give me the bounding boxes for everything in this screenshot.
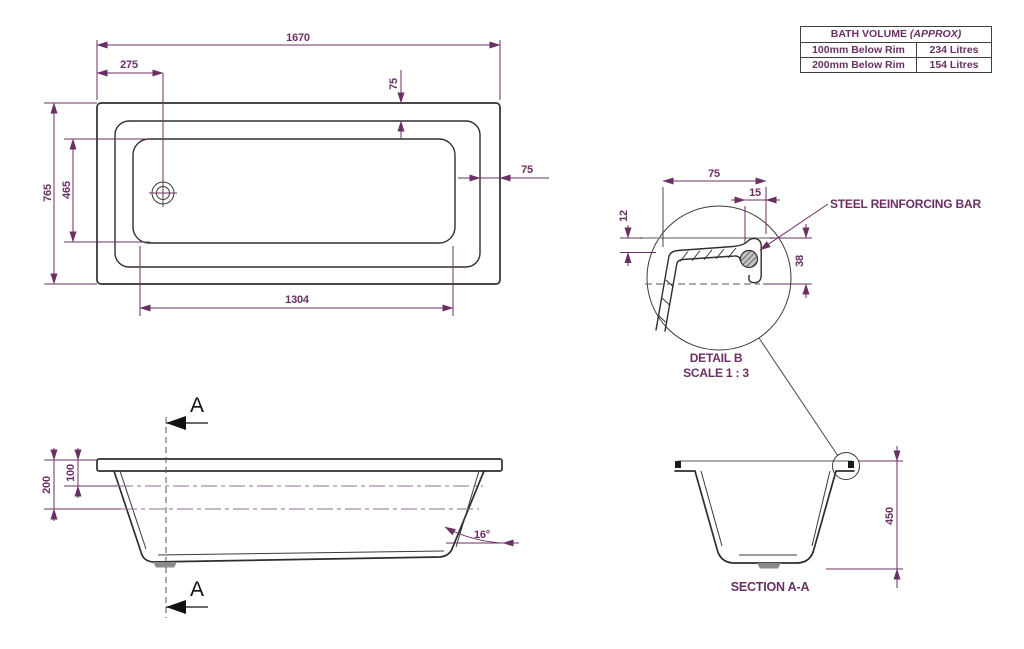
side-elevation-view: 100 200 16° A A (41, 394, 519, 618)
plan-view: 1670 275 765 465 75 75 1304 (42, 32, 549, 316)
section-label-bottom: A (190, 578, 204, 601)
side-body-outline (113, 470, 485, 563)
detail-b-reference-circle (832, 452, 860, 480)
section-rim-lip-left (675, 461, 681, 468)
dim-plan-rim-width-right: 75 (521, 164, 533, 176)
dim-detail-rim-overhang: 75 (708, 168, 720, 180)
detail-shell-outer-edge (655, 237, 762, 331)
section-arrow-bottom (166, 600, 186, 614)
plan-outer-rim-outline (96, 102, 501, 285)
dim-side-slope-angle: 16° (474, 529, 490, 541)
volume-table-title: BATH VOLUME (830, 28, 907, 40)
side-foot-pad (153, 562, 177, 568)
steel-reinforcing-bar (739, 249, 759, 269)
section-inner-wall-left (700, 470, 723, 547)
dim-detail-shell-thickness: 12 (618, 210, 630, 222)
side-inner-bottom-line (157, 550, 445, 556)
section-title: SECTION A-A (731, 580, 810, 594)
detail-b-view: 75 15 12 38 STEEL REINFORCING BAR DETAIL… (618, 168, 982, 457)
dim-detail-bar-inset: 15 (749, 187, 761, 199)
section-arrow-top (166, 416, 186, 430)
side-inner-wall-left (119, 470, 147, 550)
volume-row-label: 200mm Below Rim (801, 58, 917, 72)
volume-table: BATH VOLUME (APPROX) 100mm Below Rim 234… (800, 26, 992, 73)
volume-row-value: 154 Litres (929, 59, 979, 71)
volume-row-label: 100mm Below Rim (801, 43, 917, 57)
callout-leader-line (759, 203, 829, 251)
dim-plan-basin-length: 1304 (285, 294, 310, 306)
plan-basin-outline (132, 138, 456, 244)
detail-reference-leader (758, 337, 839, 457)
detail-circle (646, 205, 792, 351)
section-a-a-view: 450 SECTION A-A (674, 446, 903, 594)
section-label-top: A (190, 394, 204, 417)
dim-plan-overall-length: 1670 (286, 32, 310, 44)
volume-table-row: 100mm Below Rim 234 Litres (801, 43, 991, 57)
steel-reinforcing-bar-callout: STEEL REINFORCING BAR (830, 197, 981, 211)
angle-arc (444, 526, 501, 544)
plan-inner-rim-outline (114, 120, 481, 268)
volume-table-row: 200mm Below Rim 154 Litres (801, 57, 991, 72)
detail-title: DETAIL B (690, 351, 743, 365)
dim-plan-overall-width: 765 (42, 184, 54, 202)
section-foot-pad (757, 563, 781, 569)
section-inner-wall-right (811, 470, 831, 547)
dim-plan-waste-offset: 275 (120, 59, 138, 71)
section-rim-lip-right (848, 461, 854, 468)
detail-section-hatching (657, 247, 737, 323)
detail-scale: SCALE 1 : 3 (683, 366, 749, 380)
dim-section-depth: 450 (884, 507, 896, 525)
volume-row-value: 234 Litres (929, 44, 979, 56)
dim-plan-rim-width-top: 75 (388, 78, 400, 90)
side-rim-slab (96, 458, 503, 472)
dim-detail-rim-return: 38 (794, 255, 806, 267)
dim-side-200: 200 (41, 476, 53, 494)
detail-shell-inner-edge (664, 255, 742, 332)
dim-plan-basin-width: 465 (61, 181, 73, 199)
dim-side-100: 100 (65, 464, 77, 482)
volume-table-header: BATH VOLUME (APPROX) (801, 27, 991, 43)
volume-table-title-note: (APPROX) (909, 28, 962, 40)
